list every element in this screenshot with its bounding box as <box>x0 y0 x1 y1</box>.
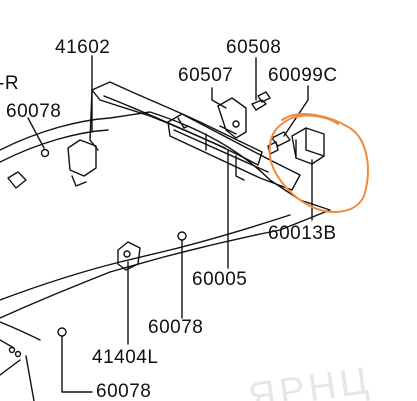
beam-60005-edge <box>173 129 269 173</box>
callout-60078-top: 60078 <box>6 101 62 122</box>
callout-60013b: 60013B <box>268 223 337 244</box>
clip-left <box>7 171 27 189</box>
orange-highlight-circle <box>268 113 369 213</box>
callout-60005: 60005 <box>192 269 248 290</box>
beam-60005 <box>167 113 301 191</box>
crossmember-41602-ridge <box>103 95 226 149</box>
bolt-60099c <box>271 131 291 147</box>
bracket-60013b <box>291 127 325 165</box>
leader-60507 <box>211 87 227 109</box>
callout-60507: 60507 <box>178 65 234 86</box>
bolt-60508 <box>251 99 267 111</box>
floor-panel-outline <box>0 111 331 319</box>
callout-41602: 41602 <box>55 37 111 58</box>
floor-lower-edge <box>0 214 291 301</box>
leader-60078-bottom <box>61 335 93 393</box>
callout-60078-mid: 60078 <box>148 317 204 338</box>
callout-60078-bottom: 60078 <box>96 381 152 401</box>
callout-60508: 60508 <box>226 37 282 58</box>
floor-panel-inner-line <box>0 129 109 163</box>
plug-60078-mid <box>177 231 187 241</box>
bracket-left-upper <box>67 139 97 177</box>
plug-60078-bottom <box>57 327 67 337</box>
leader-60078-top <box>27 117 45 149</box>
callout-41404l: 41404L <box>92 347 159 368</box>
callout-r-left: -R <box>0 73 20 94</box>
bracket-41404l <box>117 241 141 271</box>
callout-60099c: 60099C <box>268 65 338 86</box>
plug-60078-top <box>40 148 50 158</box>
bracket-60507 <box>217 97 247 139</box>
leader-60099c <box>283 85 309 137</box>
